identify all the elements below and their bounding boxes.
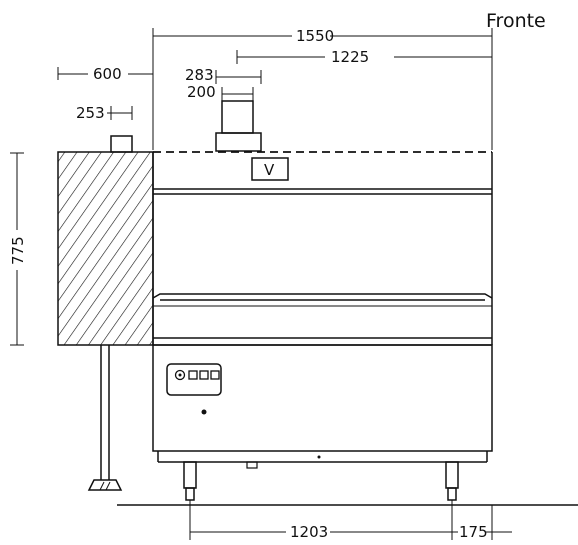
main-cabinet-upper (152, 152, 493, 346)
dimension-offset-right: 1225 (236, 48, 492, 66)
dimension-leg-offset: 175 (452, 505, 512, 541)
leg-left (183, 461, 197, 501)
dimension-overall-width: 1550 (152, 27, 493, 150)
side-hood-hatched (57, 135, 154, 346)
panel-v-label: V (264, 161, 275, 179)
dimension-side-duct-label: 253 (76, 104, 105, 122)
dimension-side-duct: 253 (76, 104, 133, 122)
dimension-duct-inner: 200 (187, 83, 254, 101)
indicator-square-1 (188, 370, 198, 380)
side-support-pole (87, 345, 123, 491)
dimension-hood-height-label: 775 (9, 236, 27, 265)
main-cabinet-lower (152, 344, 493, 469)
dimension-overall-width-label: 1550 (296, 27, 334, 45)
dimension-hood-height: 775 (9, 152, 27, 346)
dimension-duct-outer: 283 (185, 66, 262, 84)
dimension-duct-inner-label: 200 (187, 83, 216, 101)
dimension-leg-span: 1203 (189, 500, 453, 541)
dimension-leg-offset-label: 175 (459, 523, 488, 541)
control-knob-icon (174, 369, 186, 381)
dimension-offset-right-label: 1225 (331, 48, 369, 66)
indicator-square-2 (199, 370, 209, 380)
indicator-dot (201, 409, 207, 415)
dimension-duct-outer-label: 283 (185, 66, 214, 84)
indicator-square-3 (210, 370, 220, 380)
leg-right (445, 461, 459, 501)
top-exhaust-duct (215, 100, 262, 152)
dimension-leg-span-label: 1203 (290, 523, 328, 541)
view-title: Fronte (486, 10, 546, 32)
dimension-side-hood-label: 600 (93, 65, 122, 83)
dimension-side-hood: 600 (57, 65, 153, 83)
control-panel (166, 363, 222, 415)
panel-v: V (251, 157, 289, 181)
